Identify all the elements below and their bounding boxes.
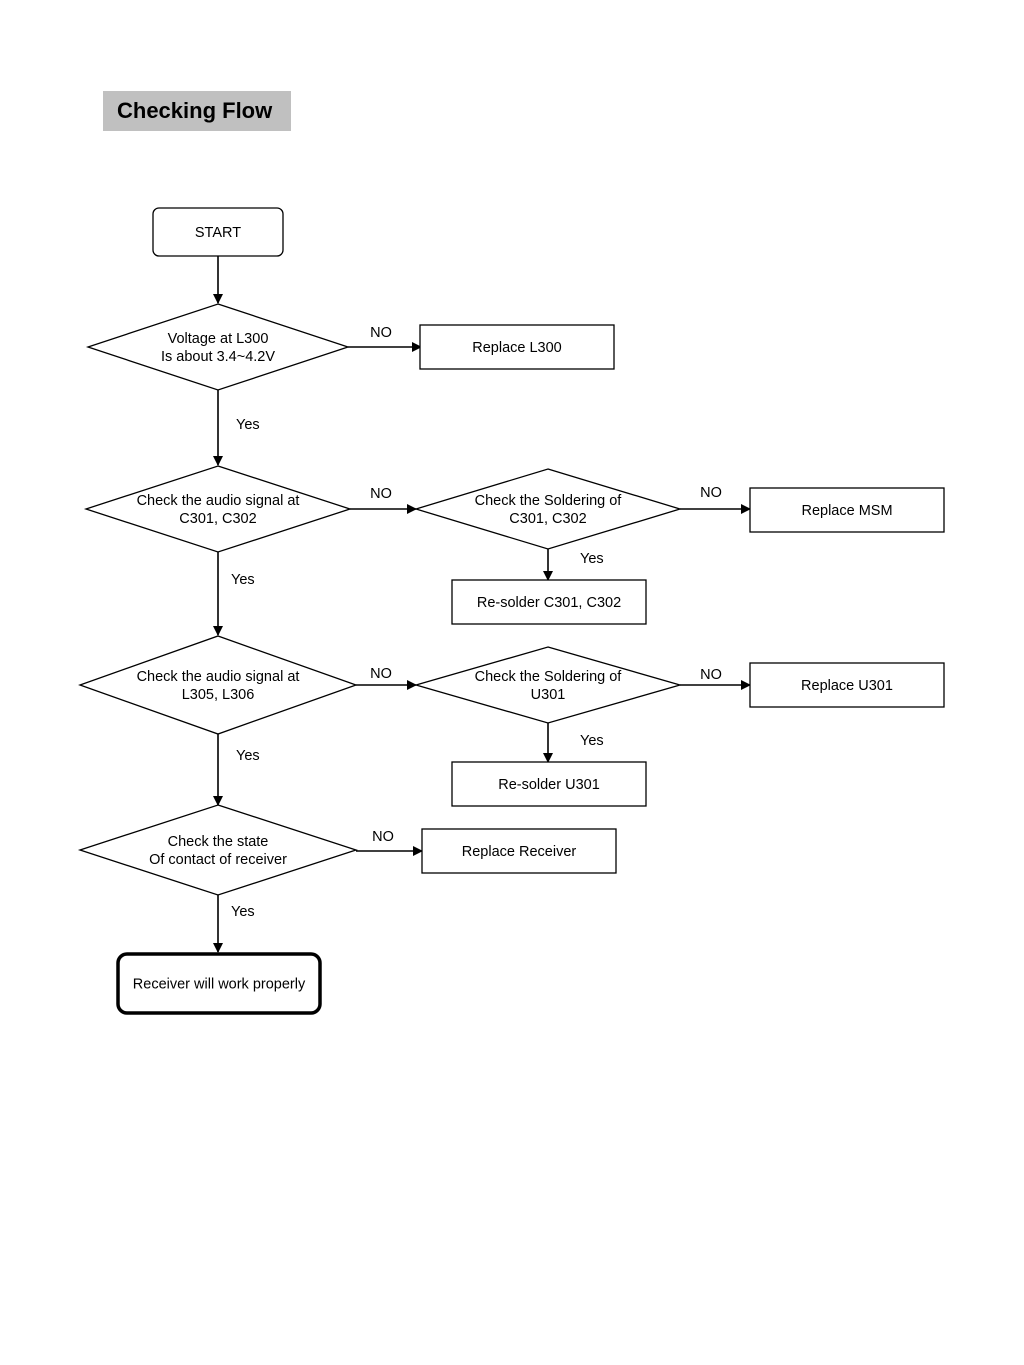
title-box: Checking Flow: [103, 91, 291, 131]
decision-shape: [413, 646, 683, 724]
edge-contact-end: Yes: [213, 895, 255, 953]
node-r-l300: Replace L300: [419, 324, 615, 370]
edge-audio1-audio2: Yes: [213, 552, 255, 636]
edge-label-solder2-u301: NO: [700, 667, 722, 683]
page-title: Checking Flow: [117, 98, 273, 123]
node-d-solder2: Check the Soldering of U301: [413, 646, 683, 724]
node-d-audio1: Check the audio signal at C301, C302: [83, 465, 353, 553]
edge-contact-receiver: NO: [356, 829, 423, 856]
node-text: Check the audio signal at: [137, 493, 300, 509]
node-r-resolder2: Re-solder U301: [451, 761, 647, 807]
node-text: Check the state: [168, 834, 269, 850]
edge-audio2-contact: Yes: [213, 734, 260, 806]
node-start: START: [152, 207, 284, 257]
edge-solder1-resolder1: Yes: [543, 549, 604, 581]
node-text: START: [195, 225, 241, 241]
process-shape: [421, 828, 617, 874]
terminal-shape: [116, 952, 322, 1015]
node-text: Replace Receiver: [462, 844, 577, 860]
node-r-receiver: Replace Receiver: [421, 828, 617, 874]
edge-label-solder2-resolder2: Yes: [580, 733, 604, 749]
process-shape: [419, 324, 615, 370]
decision-shape: [85, 303, 351, 391]
edge-label-audio2-solder2: NO: [370, 666, 392, 682]
process-shape: [451, 761, 647, 807]
terminal-shape: [152, 207, 284, 257]
edge-voltage-l300: NO: [348, 325, 422, 352]
node-r-resolder1: Re-solder C301, C302: [451, 579, 647, 625]
process-shape: [749, 487, 945, 533]
node-d-audio2: Check the audio signal at L305, L306: [78, 635, 358, 735]
node-text: Replace U301: [801, 678, 893, 694]
node-text: L305, L306: [182, 687, 255, 703]
edge-solder1-msm: NO: [680, 485, 751, 514]
node-text: Check the Soldering of: [475, 493, 623, 509]
edge-audio1-solder1: NO: [350, 486, 417, 514]
node-d-voltage: Voltage at L300 Is about 3.4~4.2V: [85, 303, 351, 391]
decision-shape: [78, 635, 358, 735]
edge-label-contact-receiver: NO: [372, 829, 394, 845]
edge-voltage-audio1: Yes: [213, 390, 260, 466]
edge-label-audio1-audio2: Yes: [231, 572, 255, 588]
decision-shape: [413, 468, 683, 550]
edge-audio2-solder2: NO: [356, 666, 417, 690]
process-shape: [749, 662, 945, 708]
decision-shape: [83, 465, 353, 553]
decision-shape: [77, 804, 359, 896]
edge-label-voltage-audio1: Yes: [236, 417, 260, 433]
node-text: Replace L300: [472, 340, 562, 356]
node-text: Is about 3.4~4.2V: [161, 349, 275, 365]
node-text: U301: [531, 687, 566, 703]
node-text: Of contact of receiver: [149, 852, 287, 868]
node-text: Re-solder C301, C302: [477, 595, 621, 611]
node-text: Replace MSM: [801, 503, 892, 519]
node-text: Voltage at L300: [168, 331, 269, 347]
node-text: Receiver will work properly: [133, 977, 306, 993]
node-d-solder1: Check the Soldering of C301, C302: [413, 468, 683, 550]
edge-label-audio2-contact: Yes: [236, 748, 260, 764]
edge-solder2-u301: NO: [680, 667, 751, 690]
process-shape: [451, 579, 647, 625]
node-r-msm: Replace MSM: [749, 487, 945, 533]
node-r-u301: Replace U301: [749, 662, 945, 708]
edge-label-solder1-resolder1: Yes: [580, 551, 604, 567]
node-text: C301, C302: [179, 511, 256, 527]
node-text: Check the audio signal at: [137, 669, 300, 685]
edge-label-solder1-msm: NO: [700, 485, 722, 501]
node-text: Re-solder U301: [498, 777, 600, 793]
edge-label-voltage-l300: NO: [370, 325, 392, 341]
edge-label-contact-end: Yes: [231, 904, 255, 920]
node-d-contact: Check the state Of contact of receiver: [77, 804, 359, 896]
edge-solder2-resolder2: Yes: [543, 723, 604, 763]
edge-label-audio1-solder1: NO: [370, 486, 392, 502]
node-end: Receiver will work properly: [116, 952, 322, 1015]
node-text: C301, C302: [509, 511, 586, 527]
node-text: Check the Soldering of: [475, 669, 623, 685]
